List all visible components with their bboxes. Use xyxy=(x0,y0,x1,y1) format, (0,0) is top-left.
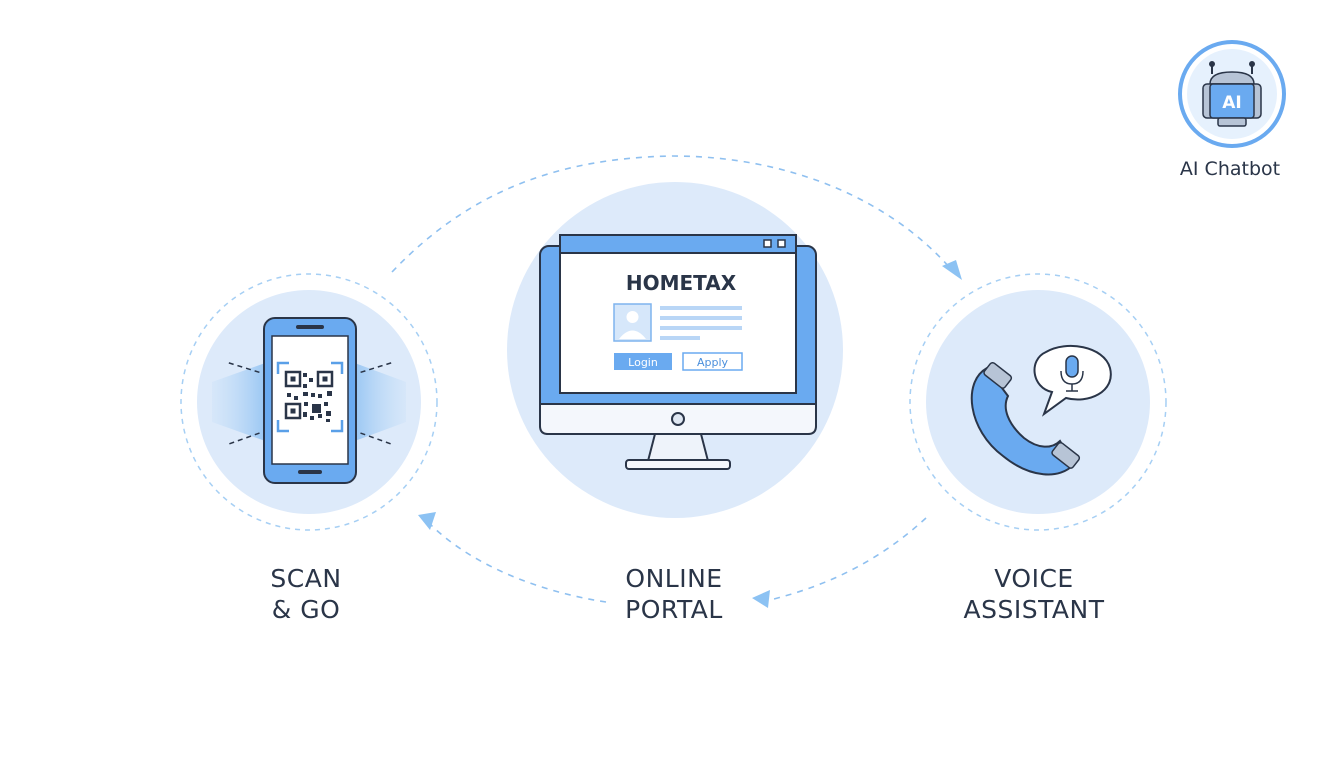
voice-circle xyxy=(926,290,1150,514)
qr-phone-icon xyxy=(263,317,357,484)
ai-chatbot-label[interactable]: AI Chatbot xyxy=(1179,158,1281,180)
scan-go-label-line2: & GO xyxy=(271,595,341,624)
arrowhead-to-portal xyxy=(752,590,770,608)
browser-bar xyxy=(559,234,797,254)
flow-arrows xyxy=(391,155,951,603)
online-portal-label-line2: PORTAL xyxy=(625,595,723,624)
scan-go-label: SCAN & GO xyxy=(226,563,386,625)
ai-chatbot-badge[interactable]: AI xyxy=(1178,40,1286,148)
arrow-voice-to-portal-arc xyxy=(769,517,927,601)
speech-bubble-mic-icon xyxy=(1033,345,1112,417)
scan-go-label-line1: SCAN xyxy=(270,564,342,593)
phone-handset-icon xyxy=(970,361,1081,476)
scan-beam-left xyxy=(212,362,268,442)
voice-dashed-ring xyxy=(909,273,1167,531)
apply-button-label: Apply xyxy=(697,356,729,369)
robot-icon: AI xyxy=(1202,61,1262,127)
arrow-heads xyxy=(418,260,962,608)
monitor-icon: HOMETAX Login Apply xyxy=(539,234,817,470)
portal-node: HOMETAX Login Apply xyxy=(507,182,843,518)
arrowhead-to-scan xyxy=(418,512,436,530)
qr-frame-corners xyxy=(276,361,344,433)
user-avatar-icon xyxy=(613,303,652,342)
online-portal-label-line1: ONLINE xyxy=(625,564,723,593)
arrowhead-to-voice xyxy=(942,260,962,280)
scan-beam-right xyxy=(352,362,406,442)
voice-node xyxy=(909,273,1167,531)
online-portal-label: ONLINE PORTAL xyxy=(574,563,774,625)
profile-text-lines xyxy=(660,306,742,340)
arrow-scan-to-portal-arc xyxy=(391,155,951,273)
window-button[interactable] xyxy=(777,239,786,248)
scan-node xyxy=(180,273,438,531)
login-button[interactable]: Login xyxy=(614,353,672,370)
login-button-label: Login xyxy=(628,356,658,369)
scan-dashed-ring xyxy=(180,273,438,531)
screen-title: HOMETAX xyxy=(626,271,737,295)
voice-assistant-label-line1: VOICE xyxy=(994,564,1074,593)
apply-button[interactable]: Apply xyxy=(682,352,743,371)
voice-assistant-label: VOICE ASSISTANT xyxy=(924,563,1144,625)
voice-assistant-label-line2: ASSISTANT xyxy=(963,595,1105,624)
qr-code-icon xyxy=(284,370,334,422)
robot-badge-text: AI xyxy=(1222,93,1241,113)
arrow-portal-to-scan-arc xyxy=(427,521,607,603)
window-button[interactable] xyxy=(763,239,772,248)
